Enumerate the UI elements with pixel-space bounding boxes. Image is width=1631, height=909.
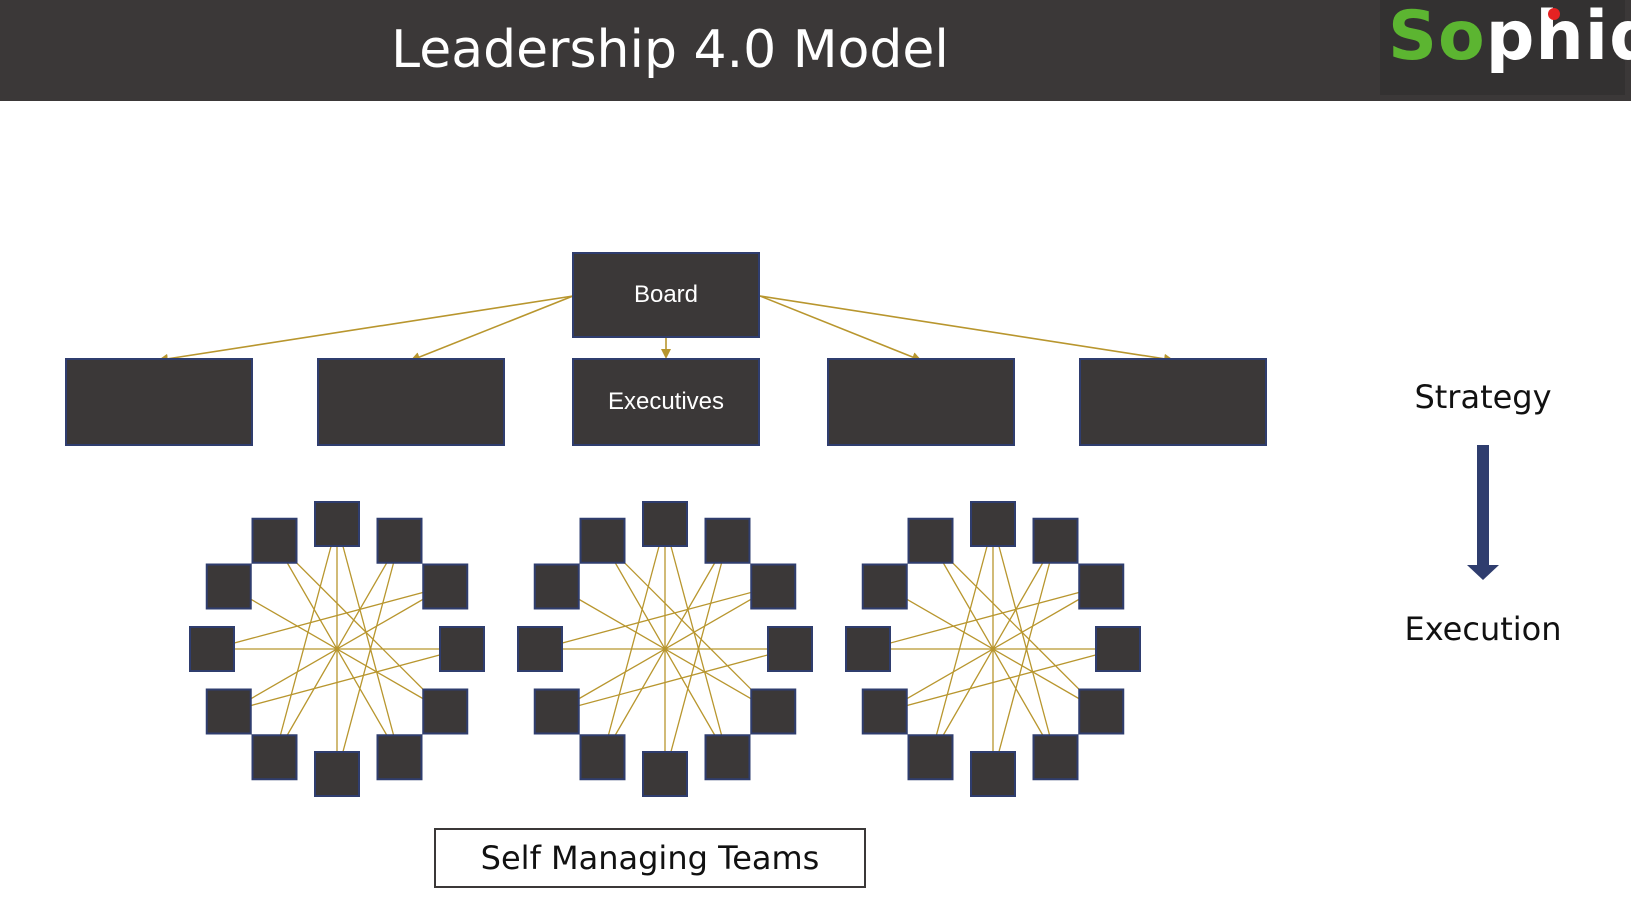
connector-to-box-1 bbox=[158, 295, 574, 364]
self-managing-teams-caption: Self Managing Teams bbox=[434, 828, 866, 888]
org-box-4 bbox=[827, 358, 1015, 446]
strategy-execution-arrow bbox=[1467, 445, 1499, 580]
team-member bbox=[533, 688, 580, 735]
team-member bbox=[970, 501, 1016, 547]
team-link bbox=[930, 540, 1102, 712]
team-member bbox=[642, 501, 688, 547]
team-member bbox=[1032, 734, 1079, 781]
team-member bbox=[422, 688, 469, 735]
team-member bbox=[845, 626, 891, 672]
team-link bbox=[556, 648, 791, 713]
team-member bbox=[767, 626, 813, 672]
connector-to-box-2 bbox=[410, 295, 574, 362]
team-link bbox=[884, 648, 1119, 713]
team-member bbox=[704, 517, 751, 564]
arrow-shaft bbox=[1477, 445, 1489, 567]
team-link bbox=[228, 648, 463, 713]
logo-accent-text: So bbox=[1388, 0, 1486, 76]
team-member bbox=[314, 751, 360, 797]
team-member bbox=[750, 688, 797, 735]
team-member bbox=[579, 517, 626, 564]
team-link bbox=[664, 540, 729, 775]
team-link bbox=[211, 585, 446, 650]
team-member bbox=[704, 734, 751, 781]
team-member bbox=[251, 734, 298, 781]
team-link bbox=[992, 523, 1057, 758]
team-member bbox=[376, 734, 423, 781]
teams-layer bbox=[189, 501, 1141, 797]
team-cluster-2 bbox=[517, 501, 813, 797]
team-member bbox=[970, 751, 1016, 797]
team-cluster-3 bbox=[845, 501, 1141, 797]
team-member bbox=[750, 563, 797, 610]
team-member bbox=[1095, 626, 1141, 672]
org-box-5 bbox=[1079, 358, 1267, 446]
board-box bbox=[572, 252, 760, 338]
board-label: Board bbox=[633, 281, 699, 308]
team-member bbox=[579, 734, 626, 781]
team-link bbox=[602, 540, 774, 712]
team-member bbox=[533, 563, 580, 610]
executives-box bbox=[572, 358, 760, 446]
team-link bbox=[601, 523, 666, 758]
team-member bbox=[517, 626, 563, 672]
team-member bbox=[861, 563, 908, 610]
team-member bbox=[189, 626, 235, 672]
team-member bbox=[376, 517, 423, 564]
team-member bbox=[907, 734, 954, 781]
team-member bbox=[314, 501, 360, 547]
team-link bbox=[273, 523, 338, 758]
team-link bbox=[274, 540, 446, 712]
team-member bbox=[205, 688, 252, 735]
team-link bbox=[539, 585, 774, 650]
execution-label: Execution bbox=[1404, 610, 1562, 648]
team-member bbox=[1078, 563, 1125, 610]
board-connectors bbox=[158, 295, 1174, 364]
team-member bbox=[205, 563, 252, 610]
sophiq-logo: Sophiq bbox=[1380, 0, 1631, 95]
org-box-1 bbox=[65, 358, 253, 446]
executive-row bbox=[65, 358, 1267, 446]
team-link bbox=[664, 523, 729, 758]
team-link bbox=[336, 540, 401, 775]
org-box-2 bbox=[317, 358, 505, 446]
connector-to-box-4 bbox=[759, 295, 922, 362]
connector-to-box-5 bbox=[759, 295, 1174, 364]
page-title: Leadership 4.0 Model bbox=[391, 20, 949, 80]
team-link bbox=[867, 585, 1102, 650]
arrow-head bbox=[1467, 565, 1499, 580]
team-member bbox=[1032, 517, 1079, 564]
team-member bbox=[907, 517, 954, 564]
strategy-label: Strategy bbox=[1414, 378, 1552, 416]
logo-dot bbox=[1548, 8, 1560, 20]
team-member bbox=[861, 688, 908, 735]
team-link bbox=[336, 523, 401, 758]
team-link bbox=[992, 540, 1057, 775]
team-member bbox=[642, 751, 688, 797]
team-member bbox=[1078, 688, 1125, 735]
header-bar: Leadership 4.0 Model Sophiq bbox=[0, 0, 1631, 101]
team-member bbox=[422, 563, 469, 610]
team-member bbox=[439, 626, 485, 672]
team-cluster-1 bbox=[189, 501, 485, 797]
executives-label: Executives bbox=[607, 388, 725, 415]
team-member bbox=[251, 517, 298, 564]
team-link bbox=[929, 523, 994, 758]
